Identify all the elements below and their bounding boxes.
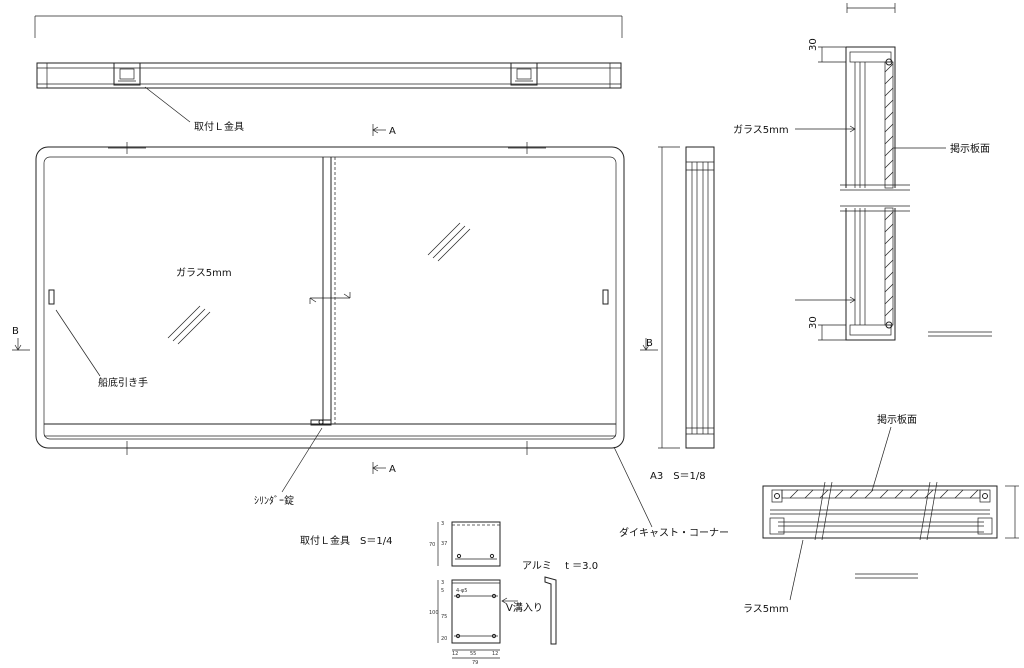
- finger-pull-label: 船底引き手: [98, 376, 148, 389]
- aluminum-label: アルミ t ＝3.0: [522, 561, 598, 572]
- section-a-a: 30 30 ガラス5mm 掲示板面: [733, 3, 992, 341]
- svg-text:3: 3: [441, 580, 444, 586]
- svg-text:30: 30: [808, 316, 819, 329]
- glass-reflection-right: [427, 222, 471, 262]
- svg-text:30: 30: [808, 38, 819, 51]
- svg-text:12: 12: [452, 651, 458, 657]
- bracket-front-view: [451, 579, 501, 644]
- lath-label: ラス5mm: [743, 603, 789, 615]
- scale-note: A3 S＝1/8: [650, 471, 706, 482]
- svg-text:B: B: [646, 338, 653, 349]
- bracket-top-view: [451, 521, 501, 567]
- section-mark-a-bottom: A: [372, 462, 396, 475]
- v-groove-label: V溝入り: [506, 601, 543, 614]
- svg-text:55: 55: [470, 651, 476, 657]
- side-view: A3 S＝1/8: [650, 146, 715, 482]
- glass-front-label: ガラス5mm: [176, 267, 232, 279]
- svg-text:B: B: [12, 326, 19, 337]
- glass-reflection-left: [167, 305, 211, 345]
- mounting-bracket-label: 取付Ｌ金具: [194, 120, 244, 133]
- top-view: 取付Ｌ金具: [34, 15, 623, 133]
- svg-text:12: 12: [492, 651, 498, 657]
- bracket-left-plan: [113, 62, 141, 86]
- section-b-b: 掲示板面 ラス5mm: [743, 413, 1019, 615]
- section-mark-a-top: A: [372, 124, 396, 137]
- svg-text:A: A: [389, 464, 396, 475]
- glass-section-label: ガラス5mm: [733, 124, 789, 136]
- svg-text:4-φ5: 4-φ5: [456, 588, 467, 594]
- svg-text:A: A: [389, 126, 396, 137]
- svg-text:37: 37: [441, 541, 447, 547]
- section-mark-b-right: B: [640, 338, 658, 351]
- board-surface-bottom-label: 掲示板面: [877, 413, 917, 426]
- finger-pull-right: [602, 289, 609, 305]
- bracket-scale-label: 取付Ｌ金具 S＝1/4: [300, 534, 392, 547]
- bracket-detail: 取付Ｌ金具 S＝1/4 70 37 3 100 5 75 20 3 4-φ5 1…: [300, 521, 598, 666]
- svg-text:3: 3: [441, 521, 444, 527]
- svg-text:20: 20: [441, 636, 447, 642]
- svg-text:100: 100: [429, 610, 439, 616]
- slide-direction-arrow: [309, 293, 351, 303]
- bracket-right-plan: [510, 62, 538, 86]
- svg-text:79: 79: [472, 660, 478, 666]
- front-view: ガラス5mm 船底引き手 ｼﾘﾝﾀﾞｰ錠 ダイキャスト・コーナー: [35, 142, 729, 539]
- svg-text:75: 75: [441, 614, 447, 620]
- finger-pull-left: [48, 289, 55, 305]
- diecast-corner-label: ダイキャスト・コーナー: [619, 526, 729, 539]
- board-surface-right-label: 掲示板面: [950, 142, 990, 155]
- cylinder-lock-label: ｼﾘﾝﾀﾞｰ錠: [254, 494, 294, 507]
- aluminum-angle-profile: [544, 576, 557, 645]
- section-mark-b-left: B: [12, 326, 30, 351]
- svg-text:5: 5: [441, 588, 444, 594]
- svg-text:70: 70: [429, 542, 435, 548]
